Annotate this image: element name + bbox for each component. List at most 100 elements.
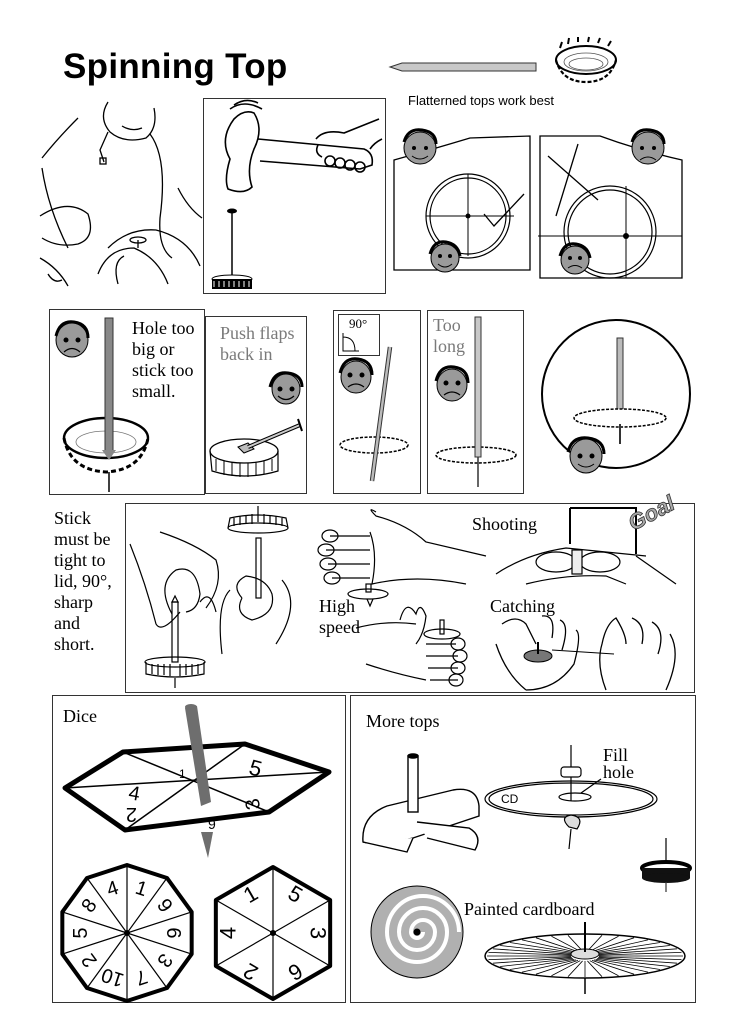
cardboard-ray [509, 958, 575, 970]
cardboard-ray [500, 958, 573, 967]
die-face-2: 2 [126, 803, 137, 825]
dice-heading: Dice [63, 706, 97, 726]
angle-panel: 90° [333, 310, 421, 494]
hexagon-top-dice-illustration: 1 5 3 9 2 4 [62, 704, 332, 858]
hexagon-die-center [270, 930, 276, 936]
fill-hole-text: Fill hole [603, 745, 634, 782]
bottle-cap-icon [554, 36, 618, 84]
more-tops-heading: More tops [366, 711, 440, 731]
cardboard-ray [535, 959, 579, 975]
sad-face-icon [630, 128, 666, 165]
hexagon-die-divider [272, 899, 331, 934]
hexagon-die-face-number: 4 [216, 927, 241, 939]
cardboard-ray [500, 945, 573, 954]
cardboard-ray [551, 935, 581, 952]
hexagon-die-divider [272, 932, 331, 967]
angle-label: 90° [349, 316, 368, 331]
cardboard-ray [492, 957, 572, 964]
too-long-text: Too long [433, 315, 466, 356]
cardboard-ray [598, 948, 678, 955]
decagon-die-face-number: 6 [162, 927, 184, 938]
happy-face-icon [268, 371, 304, 405]
cd-label: CD [501, 792, 519, 806]
goal-text-icon: Goal [623, 490, 679, 536]
more-tops-panel: More tops CD Fill hole [350, 695, 696, 1003]
cardboard-ray [595, 942, 661, 954]
hammer-panel [203, 98, 386, 294]
sad-face-icon [54, 320, 90, 358]
cardboard-ray [492, 948, 572, 955]
hexagon-die-divider [215, 899, 274, 934]
cardboard-ray [521, 939, 577, 953]
right-angle-box: 90° [338, 314, 380, 356]
sad-face-icon [558, 242, 592, 275]
hammer-nail-illustration [211, 99, 383, 289]
long-stick-top-illustration [435, 316, 517, 487]
cardboard-ray [509, 942, 575, 954]
cardboard-ray [597, 945, 670, 954]
hexagon-die-divider [215, 932, 274, 967]
shooting-illustration [495, 507, 677, 585]
correct-top-illustration [541, 319, 691, 474]
cardboard-ray [593, 959, 649, 973]
decagon-die-divider [126, 932, 168, 989]
flattened-tops-note: Flatterned tops work best [408, 93, 554, 108]
die-face-9: 9 [208, 816, 216, 832]
stick-rules-text: Stick must be tight to lid, 90°, sharp a… [54, 508, 112, 654]
happy-face-icon [428, 240, 462, 273]
high-speed-text: High speed [319, 596, 360, 637]
radial-cardboard-top-illustration [484, 922, 686, 994]
die-face-4: 4 [127, 782, 142, 806]
bottle-cap-with-stick-illustration [62, 317, 150, 492]
flicking-fingers-illustration [317, 509, 487, 687]
hole-too-big-panel: Hole too big or stick too small. [49, 309, 205, 495]
catching-hands-illustration [495, 615, 676, 691]
good-centering-illustration [393, 128, 531, 273]
flattened-cap-illustration [209, 418, 303, 477]
wooden-block-top-illustration [362, 753, 480, 853]
bad-centering-illustration [538, 128, 683, 279]
happy-face-icon [566, 436, 606, 474]
cardboard-ray [591, 937, 635, 953]
decagon-die-center [124, 930, 130, 936]
stick-illustration [388, 62, 537, 72]
cardboard-ray [567, 960, 583, 977]
cardboard-ray [595, 958, 661, 970]
decagon-die-face-number: 5 [70, 927, 92, 938]
cardboard-ray [521, 959, 577, 973]
decagon-die-divider [126, 877, 168, 934]
hole-too-big-text: Hole too big or stick too small. [132, 318, 195, 401]
spinning-technique-panel: High speed Shooting [125, 490, 695, 693]
cardboard-ray [598, 956, 682, 961]
cd-top-illustration: CD [484, 745, 658, 850]
cardboard-ray [587, 960, 603, 977]
hexagon-die-face-number: 3 [305, 927, 330, 939]
painted-cardboard-label: Painted cardboard [464, 899, 595, 919]
too-long-panel: Too long [427, 310, 524, 494]
decagon-die-divider [62, 911, 128, 934]
cardboard-ray [591, 959, 635, 975]
cardboard-ray [597, 958, 670, 967]
sad-face-icon [338, 357, 374, 394]
page-title: Spinning Top [63, 47, 288, 86]
push-flaps-panel: Push flaps back in [205, 316, 307, 494]
cardboard-ray [488, 956, 572, 961]
die-face-1: 1 [179, 767, 186, 781]
cardboard-ray [551, 960, 581, 977]
shooting-label: Shooting [472, 514, 538, 534]
decagon-die-divider [126, 932, 192, 955]
catching-label: Catching [490, 596, 555, 616]
happy-face-icon [402, 128, 438, 165]
die-face-3: 3 [242, 797, 266, 812]
tilted-stick-top-illustration [339, 346, 409, 482]
decagon-die-divider [86, 932, 128, 989]
cardboard-ray [488, 951, 572, 956]
goal-label: Goal [624, 490, 680, 535]
cardboard-ray [598, 957, 678, 964]
cardboard-ray [589, 960, 619, 977]
cardboard-ray [589, 935, 619, 952]
stacked-caps-top-illustration [640, 838, 692, 892]
